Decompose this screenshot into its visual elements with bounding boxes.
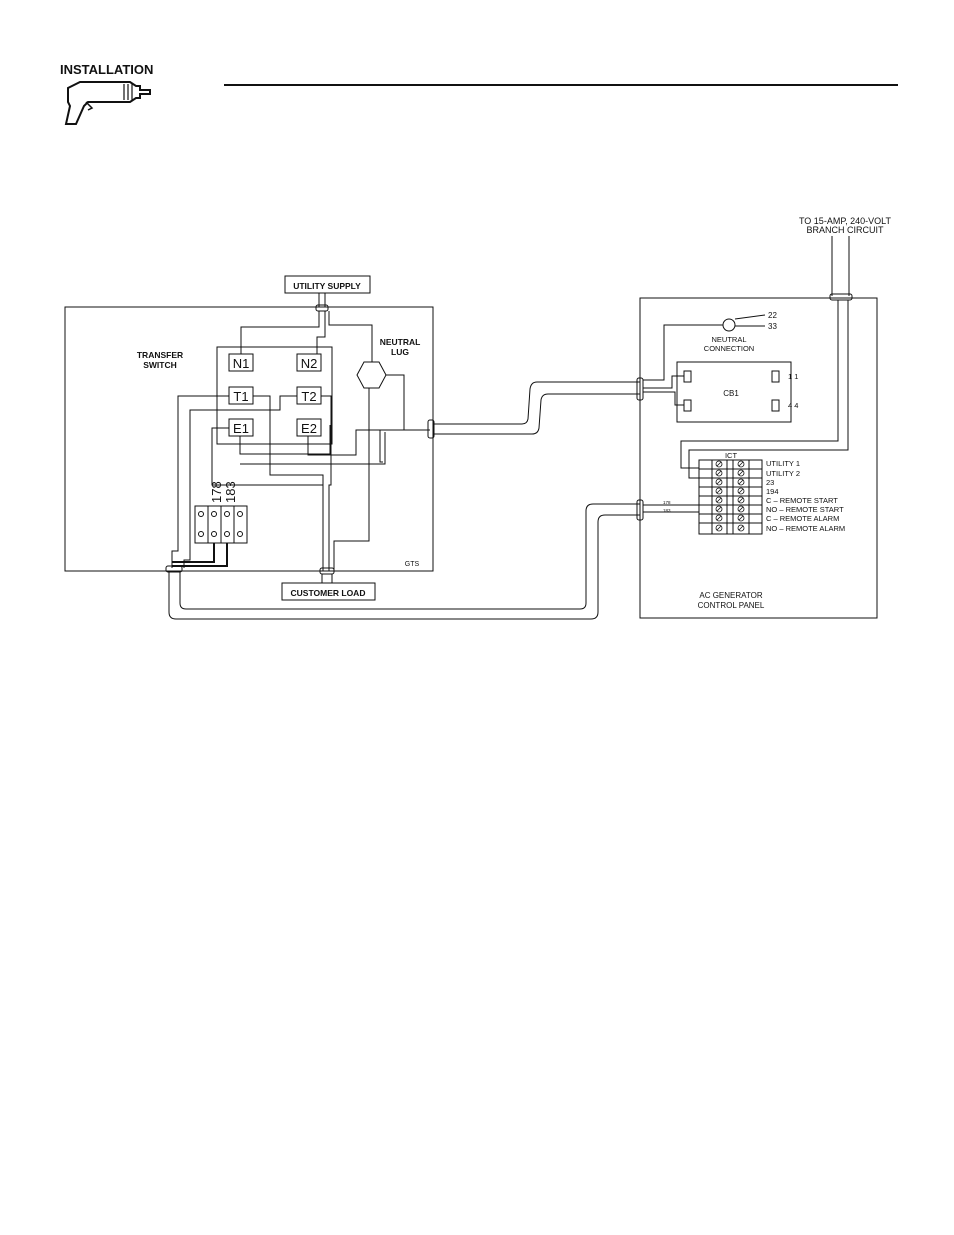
page-header: INSTALLATION xyxy=(0,0,954,140)
ict-terminal-block xyxy=(698,459,763,535)
terminal-n2 xyxy=(296,353,322,372)
cb1-label: CB1 xyxy=(723,389,739,398)
wire-178-small: 178 xyxy=(663,500,671,505)
ict-label: ICT xyxy=(725,451,738,460)
header-rule xyxy=(224,84,898,86)
customer-load-box xyxy=(281,582,376,601)
neutral-wire-22: 22 xyxy=(768,311,777,320)
neutral-connection-terminal xyxy=(722,318,736,332)
gts-label: GTS xyxy=(405,561,420,568)
customer-load-label: CUSTOMER LOAD xyxy=(291,588,366,598)
neutral-connection-label-2: CONNECTION xyxy=(704,344,754,353)
branch-circuit-label-2: BRANCH CIRCUIT xyxy=(806,225,884,235)
control-panel-label-2: CONTROL PANEL xyxy=(698,601,765,610)
transfer-switch-enclosure xyxy=(64,306,434,572)
terminal-t2-label: T2 xyxy=(301,389,316,404)
ict-row-7: NO – REMOTE ALARM xyxy=(766,524,845,533)
terminal-e1-label: E1 xyxy=(233,421,249,436)
ict-row-6: C – REMOTE ALARM xyxy=(766,514,839,523)
terminal-t1-label: T1 xyxy=(233,389,248,404)
cb1-breaker xyxy=(676,361,792,423)
neutral-lug xyxy=(356,361,387,389)
neutral-connection-label-1: NEUTRAL xyxy=(711,335,746,344)
control-panel-label-1: AC GENERATOR xyxy=(699,591,762,600)
drill-icon xyxy=(64,81,151,125)
terminal-e2 xyxy=(296,418,322,437)
ict-row-2: 23 xyxy=(766,478,774,487)
ict-row-1: UTILITY 2 xyxy=(766,469,800,478)
cb1-wire-44: 4 4 xyxy=(788,401,798,410)
terminal-n1-label: N1 xyxy=(233,356,250,371)
neutral-wire-33: 33 xyxy=(768,322,777,331)
transfer-switch-label-1: TRANSFER xyxy=(137,350,183,360)
terminal-183-label: 183 xyxy=(223,481,238,503)
ict-row-5: NO – REMOTE START xyxy=(766,505,844,514)
terminal-n2-label: N2 xyxy=(301,356,318,371)
section-title: INSTALLATION xyxy=(60,62,154,77)
ict-row-3: 194 xyxy=(766,487,779,496)
transfer-switch-label-2: SWITCH xyxy=(143,360,177,370)
ict-row-0: UTILITY 1 xyxy=(766,459,800,468)
wire-183-small: 183 xyxy=(663,508,671,513)
terminal-178-label: 178 xyxy=(209,481,224,503)
control-panel-enclosure xyxy=(639,297,878,619)
terminal-e2-label: E2 xyxy=(301,421,317,436)
ict-row-4: C – REMOTE START xyxy=(766,496,838,505)
utility-supply-box xyxy=(284,275,371,294)
branch-circuit-label-1: TO 15-AMP, 240-VOLT xyxy=(799,216,892,226)
neutral-lug-label-1: NEUTRAL xyxy=(380,337,421,347)
utility-supply-label: UTILITY SUPPLY xyxy=(293,281,361,291)
neutral-lug-label-2: LUG xyxy=(391,347,409,357)
cb1-wire-11: 1 1 xyxy=(788,372,798,381)
